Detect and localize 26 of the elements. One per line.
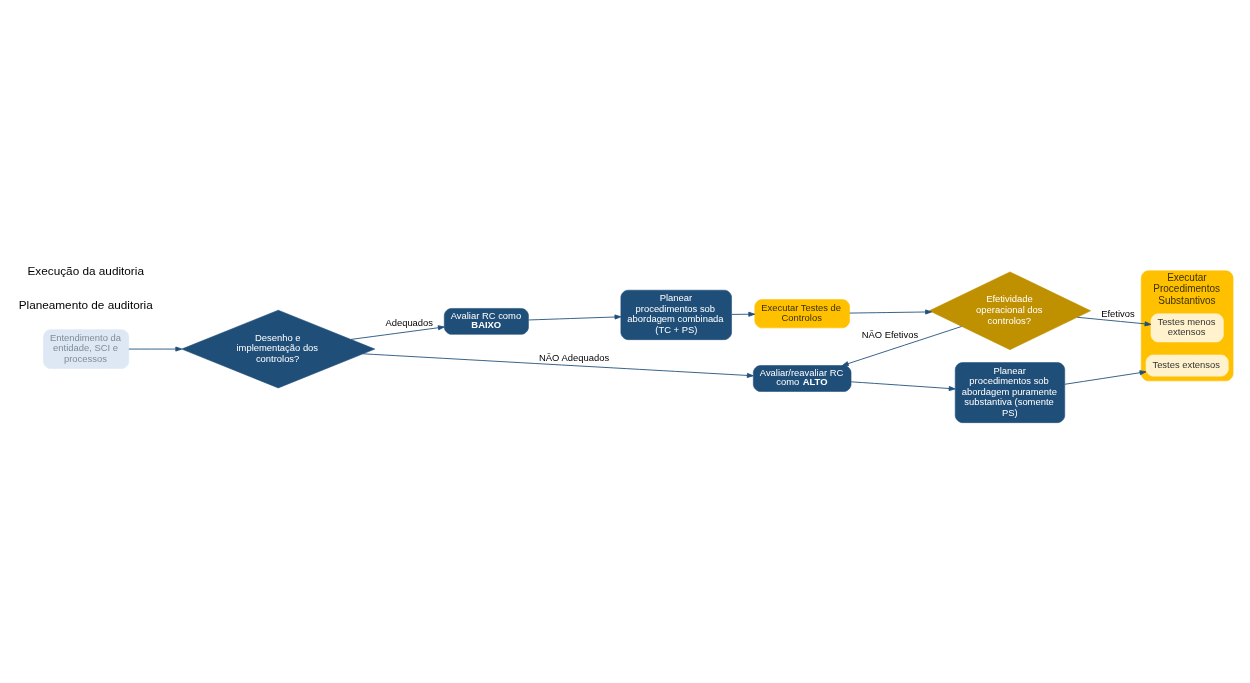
arrow [350,324,445,340]
node-box: Planear procedimentos sob abordagem combinada (TC + PS) [620,289,732,340]
node-box: Testes extensos [1145,354,1229,376]
node-diamond: Desenho e implementação dos controlos? [181,309,376,388]
node-box: Avaliar RC como BAIXO [444,307,529,335]
node-diamond: Efetividade operacional dos controlos? [929,271,1091,350]
arrow [528,314,622,320]
label: Execução da auditoria [27,263,144,277]
arrow [128,346,183,352]
edge-label: Efetivos [1101,307,1135,319]
arrow [1064,369,1147,385]
arrow [849,309,932,314]
node-box: Avaliar/reavaliar RC como ALTO [753,364,852,392]
node-box: Entendimento da entidade, SCI e processos [43,328,130,369]
node-box: Planear procedimentos sob abordagem puramente substantiva (somente PS) [954,361,1065,423]
edge-label: NÃO Adequados [539,351,610,363]
edge-label: Adequados [385,316,434,328]
arrow [362,352,754,378]
arrow [1076,316,1152,326]
arrow [841,325,963,366]
label: Planeamento de auditoria [18,297,153,311]
node-box: Executar Testes de Controlos [754,298,850,328]
edge-label: NÃO Efetivos [861,328,919,340]
arrow [850,380,956,391]
arrow [731,311,756,317]
node-box: Testes menos extensos [1150,312,1224,342]
